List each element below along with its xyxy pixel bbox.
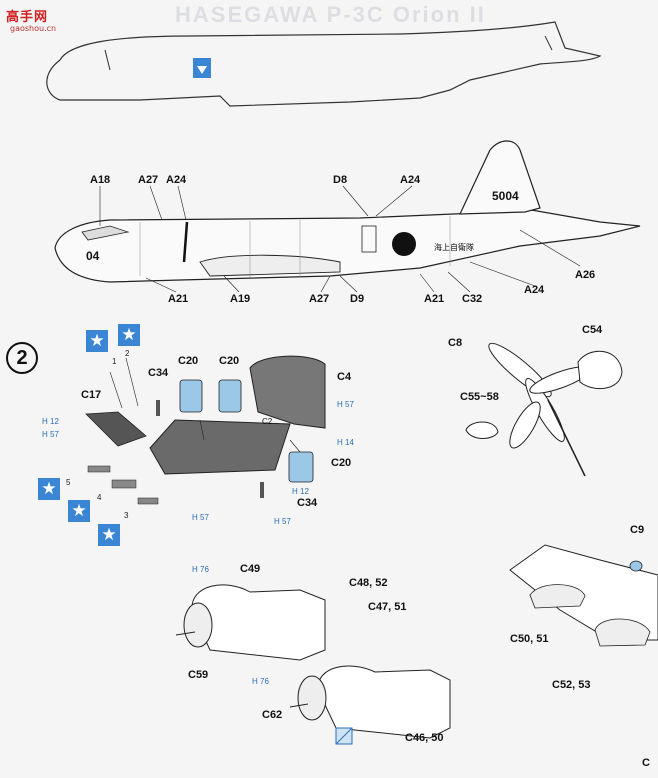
part-label-c20: C20 [178,355,199,367]
decal-number: 1 [112,357,117,366]
part-label-c54: C54 [582,324,603,336]
cockpit-assembly [85,355,326,505]
paint-code: H 12 [42,417,59,426]
paint-code: H 57 [337,400,354,409]
part-label-a24: A24 [166,174,187,186]
decal-number: 3 [124,511,129,520]
tail-number: 5004 [492,189,519,203]
part-label-c9: C9 [630,524,645,536]
part-label-c4: C4 [337,371,352,383]
part-label-d8: D8 [333,174,348,186]
part-label-c2: C2 [262,417,273,426]
part-label-c20: C20 [219,355,240,367]
part-label-c55-58: C55~58 [460,391,499,403]
paint-code: H 76 [192,565,209,574]
page-corner-label: C [642,757,650,769]
nose-number: 04 [86,249,100,263]
page-title: HASEGAWA P-3C Orion II [175,2,486,27]
part-label-c62: C62 [262,709,283,721]
decal-number: 5 [66,478,71,487]
part-label-a24: A24 [524,284,545,296]
part-label-a21: A21 [424,293,445,305]
part-label-c47-51: C47, 51 [368,601,407,613]
part-label-a18: A18 [90,174,111,186]
part-label-a19: A19 [230,293,251,305]
part-label-c59: C59 [188,669,209,681]
part-label-a24: A24 [400,174,421,186]
star-icon: ★ [38,478,60,500]
part-label-c34: C34 [297,497,318,509]
part-label-c20: C20 [331,457,352,469]
part-label-c8: C8 [448,337,463,349]
star-icon: ★ [68,500,90,522]
site-logo: 高手网 [6,10,49,25]
part-label-a21: A21 [168,293,189,305]
paint-code: H 57 [42,430,59,439]
decal-number: 2 [125,349,130,358]
propeller-assembly [465,342,623,477]
paint-code: H 14 [337,438,354,447]
fuselage-text: 海上自衛隊 [434,243,474,252]
part-label-c52-53: C52, 53 [552,679,591,691]
part-label-c48-52: C48, 52 [349,577,388,589]
part-label-c34: C34 [148,367,169,379]
part-label-c17: C17 [81,389,102,401]
paint-code: H 57 [274,517,291,526]
star-icon: ★ [86,330,108,352]
paint-code: H 57 [192,513,209,522]
star-icon: ★ [118,324,140,346]
side-view-aircraft [54,140,641,293]
site-url: gaoshou.cn [10,24,57,33]
part-label-a27: A27 [309,293,330,305]
decal-number: 4 [97,493,102,502]
step-number: 2 [6,342,38,374]
paint-code: H 76 [252,677,269,686]
star-icon: ★ [98,524,120,546]
part-label-c46-50: C46, 50 [405,732,444,744]
part-label-d9: D9 [350,293,365,305]
part-label-a26: A26 [575,269,596,281]
part-label-a27: A27 [138,174,159,186]
part-label-c32: C32 [462,293,483,305]
paint-code: H 12 [292,487,309,496]
part-label-c49: C49 [240,563,261,575]
part-label-c50-51: C50, 51 [510,633,549,645]
engine-assembly [175,584,451,745]
wing-view [509,544,658,647]
